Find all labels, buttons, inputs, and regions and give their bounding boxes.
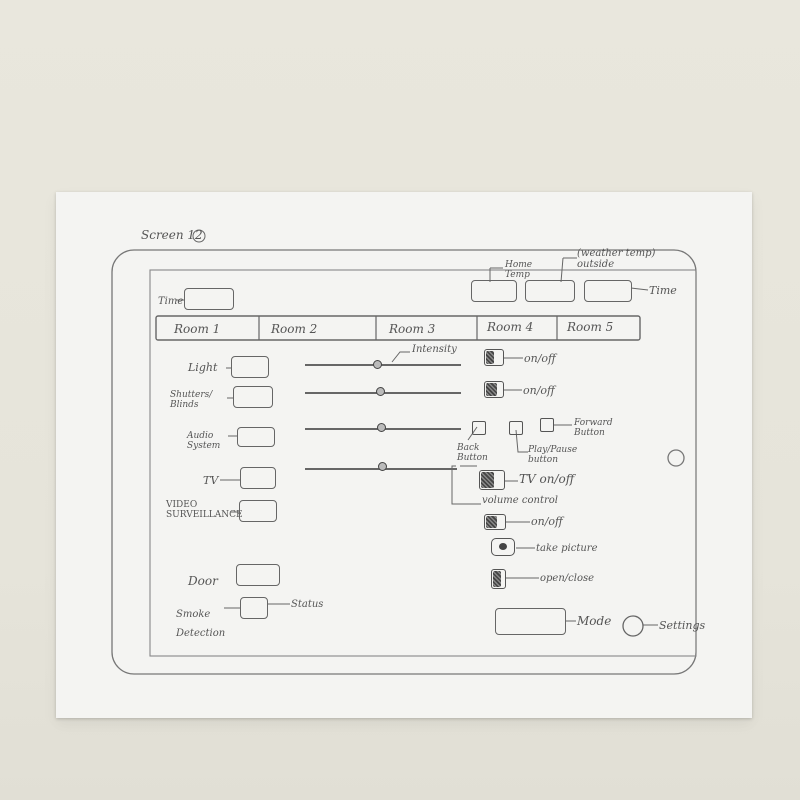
- time-display-left: [184, 288, 234, 310]
- home-button-icon: [667, 449, 685, 467]
- video-surveillance-label: VIDEO SURVEILLANCE: [166, 500, 243, 520]
- time-label-right: Time: [649, 284, 677, 297]
- audio-volume-knob[interactable]: [377, 423, 386, 432]
- time-display-right: [584, 280, 632, 302]
- blinds-toggle-label: on/off: [523, 384, 555, 397]
- light-button[interactable]: [231, 356, 269, 378]
- screen-frame: [149, 269, 697, 657]
- blinds-slider-knob[interactable]: [376, 387, 385, 396]
- mode-button[interactable]: [495, 608, 566, 635]
- light-label: Light: [188, 361, 218, 374]
- light-intensity-slider[interactable]: [305, 364, 461, 366]
- settings-label: Settings: [659, 619, 706, 632]
- home-temp-display: [471, 280, 517, 302]
- video-toggle-label: on/off: [531, 515, 563, 528]
- mode-label: Mode: [577, 614, 612, 628]
- settings-gear-icon: [622, 615, 644, 637]
- forward-button-label: Forward Button: [574, 418, 613, 438]
- door-button[interactable]: [236, 564, 280, 586]
- home-temp-label: Home Temp: [505, 260, 533, 280]
- play-pause-button[interactable]: [509, 421, 523, 435]
- tv-toggle-label: TV on/off: [519, 472, 575, 486]
- intensity-label: Intensity: [412, 344, 457, 355]
- tab-room-2[interactable]: Room 2: [271, 322, 318, 336]
- back-button[interactable]: [472, 421, 486, 435]
- volume-control-label: volume control: [482, 495, 558, 506]
- door-label: Door: [188, 574, 218, 588]
- room-tab-bar: [155, 315, 641, 341]
- weather-temp-label: (weather temp) outside: [577, 248, 656, 270]
- video-surveillance-button[interactable]: [239, 500, 277, 522]
- blinds-label: Shutters/ Blinds: [170, 390, 213, 410]
- screen-title: Screen 12: [141, 228, 203, 242]
- light-toggle[interactable]: [484, 349, 504, 366]
- forward-button[interactable]: [540, 418, 554, 432]
- blinds-button[interactable]: [233, 386, 273, 408]
- tab-room-3[interactable]: Room 3: [389, 322, 436, 336]
- light-intensity-knob[interactable]: [373, 360, 382, 369]
- paper-sheet: [56, 192, 752, 718]
- audio-button[interactable]: [237, 427, 275, 447]
- play-pause-label: Play/Pause button: [528, 445, 578, 465]
- audio-label: Audio System: [187, 431, 221, 451]
- camera-icon[interactable]: [491, 538, 515, 556]
- light-toggle-label: on/off: [524, 352, 556, 365]
- tv-volume-knob[interactable]: [378, 462, 387, 471]
- tab-room-5[interactable]: Room 5: [567, 320, 614, 334]
- time-label-left: Time: [158, 296, 184, 307]
- tab-room-4[interactable]: Room 4: [487, 320, 534, 334]
- smoke-detection-label: Smoke Detection: [176, 609, 226, 639]
- video-toggle[interactable]: [484, 514, 506, 530]
- door-toggle-label: open/close: [540, 573, 595, 584]
- tv-button[interactable]: [240, 467, 276, 489]
- tv-toggle[interactable]: [479, 470, 505, 490]
- door-toggle[interactable]: [491, 569, 506, 589]
- back-button-label: Back Button: [457, 443, 488, 463]
- smoke-detection-indicator: [240, 597, 268, 619]
- tab-room-1[interactable]: Room 1: [174, 322, 221, 336]
- weather-temp-display: [525, 280, 575, 302]
- tv-label: TV: [203, 474, 219, 487]
- blinds-toggle[interactable]: [484, 381, 504, 398]
- take-picture-label: take picture: [536, 543, 598, 554]
- smoke-status-label: Status: [291, 599, 324, 610]
